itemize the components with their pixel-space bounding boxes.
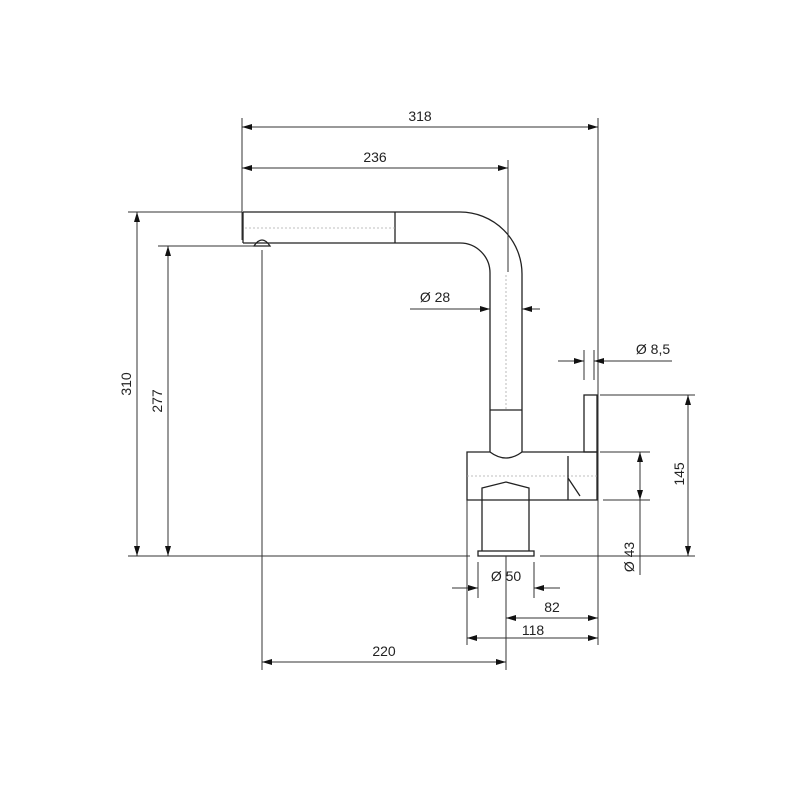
dimension-lines: [134, 124, 691, 665]
label-118: 118: [522, 622, 545, 638]
label-8-5: Ø 8,5: [636, 341, 670, 357]
label-82: 82: [544, 599, 560, 615]
faucet-outline: [242, 211, 598, 557]
extension-lines: [128, 118, 695, 670]
base-plate: [477, 550, 535, 557]
label-50: Ø 50: [491, 568, 522, 584]
label-145: 145: [671, 462, 687, 486]
spout-inner: [243, 242, 491, 452]
label-28: Ø 28: [420, 289, 451, 305]
label-277: 277: [149, 389, 165, 413]
label-310: 310: [118, 372, 134, 396]
lever-pivot: [567, 456, 581, 500]
body-cap: [481, 481, 530, 500]
label-318: 318: [408, 108, 432, 124]
lever: [583, 394, 598, 453]
label-236: 236: [363, 149, 387, 165]
spout-outer: [243, 211, 523, 452]
label-43: Ø 43: [621, 542, 637, 573]
label-220: 220: [372, 643, 396, 659]
dimension-labels: 318 236 310 277 Ø 28 Ø 8,5 145 Ø 43 Ø 50…: [118, 108, 687, 659]
nozzle: [252, 239, 272, 247]
